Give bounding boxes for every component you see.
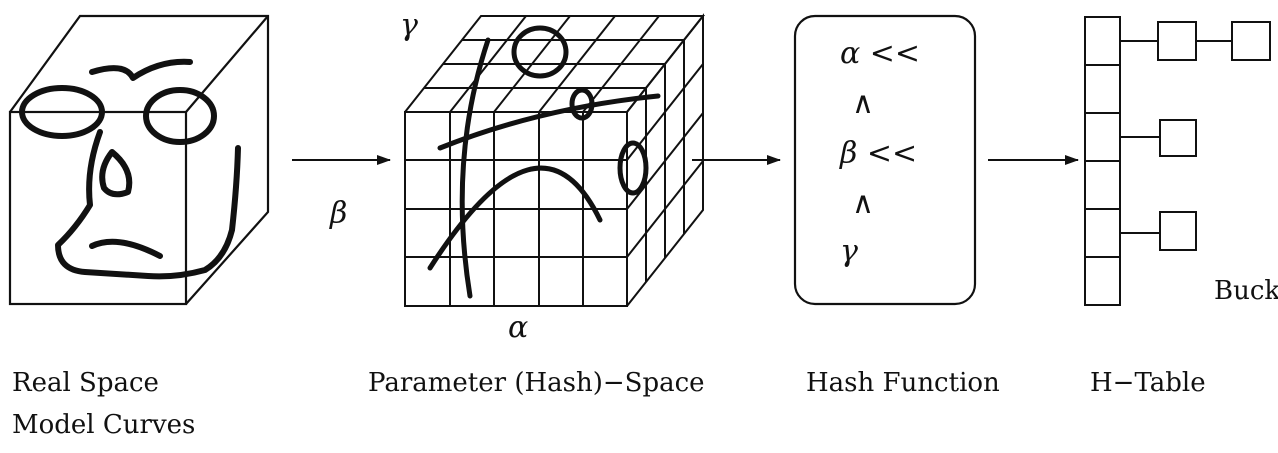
hash-curve-vertical xyxy=(459,37,491,299)
real-space-cube-top-edge xyxy=(185,15,269,113)
axis-gamma-label: γ xyxy=(400,8,418,43)
hash-line-alpha: α << xyxy=(840,36,921,71)
hash-curve-loop-small xyxy=(569,87,595,121)
hash-function-box xyxy=(793,14,977,306)
model-curve-right-eye xyxy=(143,87,217,145)
model-curve-jaw xyxy=(55,129,241,280)
axis-beta-label: β xyxy=(330,196,348,231)
caption-parameter-space: Parameter (Hash)−Space xyxy=(368,368,705,398)
bucket-node xyxy=(1159,119,1197,157)
axis-alpha-label: α xyxy=(508,310,529,345)
real-space-cube-back-edges xyxy=(9,14,270,305)
hash-curve-loop-right xyxy=(617,140,649,196)
caption-hash-function: Hash Function xyxy=(806,368,1000,398)
real-space-cube-front xyxy=(8,110,188,306)
caption-real-space: Real Space xyxy=(12,368,159,398)
caption-model-curves: Model Curves xyxy=(12,410,196,440)
bucket-node xyxy=(1157,21,1197,61)
hash-curve-arch xyxy=(427,165,603,271)
hash-curve-horizontal xyxy=(437,93,661,151)
real-space-cube xyxy=(8,14,270,306)
hash-line-gamma: γ xyxy=(840,234,858,269)
hash-curve-loop-top xyxy=(511,25,569,79)
hash-line-and-2: ∧ xyxy=(852,186,874,221)
model-curves xyxy=(19,58,241,280)
hash-space-curves xyxy=(427,25,661,299)
hash-line-beta: β << xyxy=(840,136,918,171)
model-curve-left-eye xyxy=(19,85,105,139)
model-curve-nose xyxy=(99,149,133,198)
bucket-label: Buck xyxy=(1214,276,1278,306)
bucket-node xyxy=(1231,21,1271,61)
model-curve-brow xyxy=(89,58,193,81)
parameter-space-cube xyxy=(404,13,706,307)
hash-line-and-1: ∧ xyxy=(852,86,874,121)
bucket-node xyxy=(1159,211,1197,251)
model-curve-mouth xyxy=(89,238,163,259)
h-table xyxy=(1084,16,1271,306)
caption-h-table: H−Table xyxy=(1090,368,1206,398)
